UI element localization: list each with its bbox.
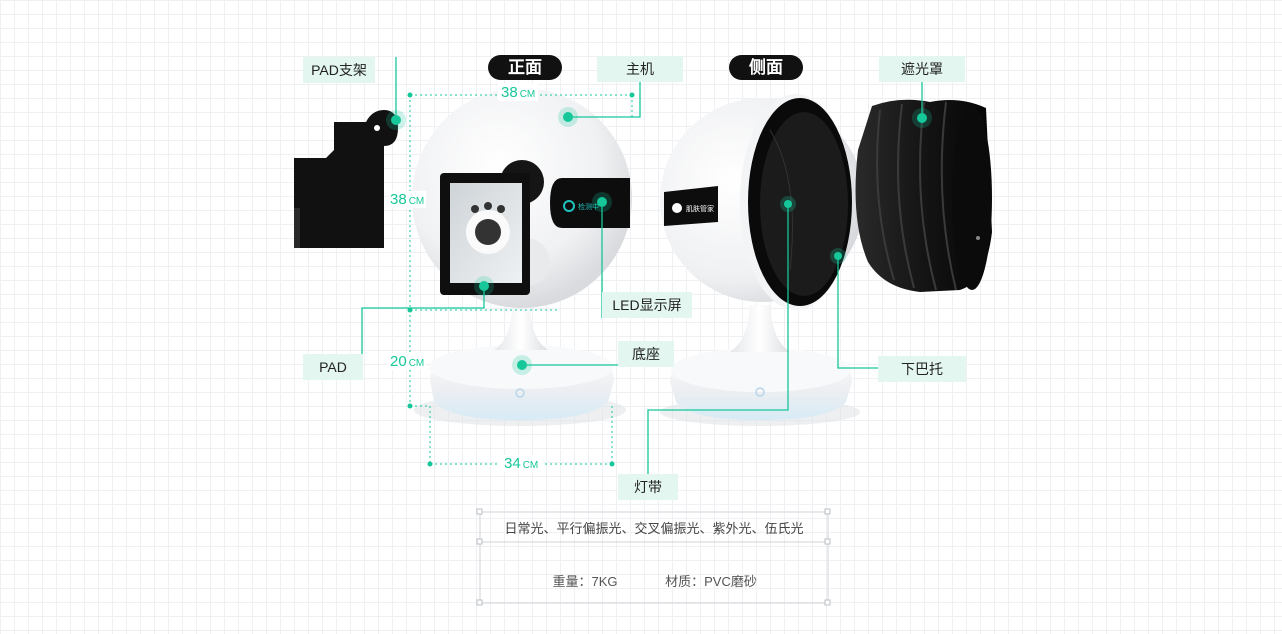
spec-box-lines: [479, 511, 829, 604]
side-view-title: 侧面: [729, 55, 803, 80]
callout-lines: [361, 57, 923, 474]
front-view-title: 正面: [488, 55, 562, 80]
label-light-strip: 灯带: [618, 474, 678, 500]
label-base: 底座: [618, 341, 674, 367]
label-pad-stand: PAD支架: [303, 57, 375, 83]
label-shade: 遮光罩: [879, 56, 965, 82]
side-device: 肌肤管家: [660, 94, 864, 426]
label-pad: PAD: [303, 354, 363, 380]
label-chin-rest: 下巴托: [878, 356, 966, 382]
spec-light-modes: 日常光、平行偏振光、交叉偏振光、紫外光、伍氏光: [504, 521, 804, 536]
front-device: 检测中: [412, 88, 632, 426]
label-host: 主机: [597, 56, 683, 82]
callout-dots: [386, 107, 932, 375]
shade-part: [855, 99, 992, 292]
label-led-screen: LED显示屏: [602, 292, 692, 318]
led-status-text: 检测中: [578, 202, 599, 211]
spec-weight: 重量：7KG: [552, 574, 618, 589]
side-logo-text: 肌肤管家: [686, 204, 714, 213]
spec-material: 材质：PVC磨砂: [665, 574, 757, 589]
pad-stand-part: [294, 110, 398, 248]
